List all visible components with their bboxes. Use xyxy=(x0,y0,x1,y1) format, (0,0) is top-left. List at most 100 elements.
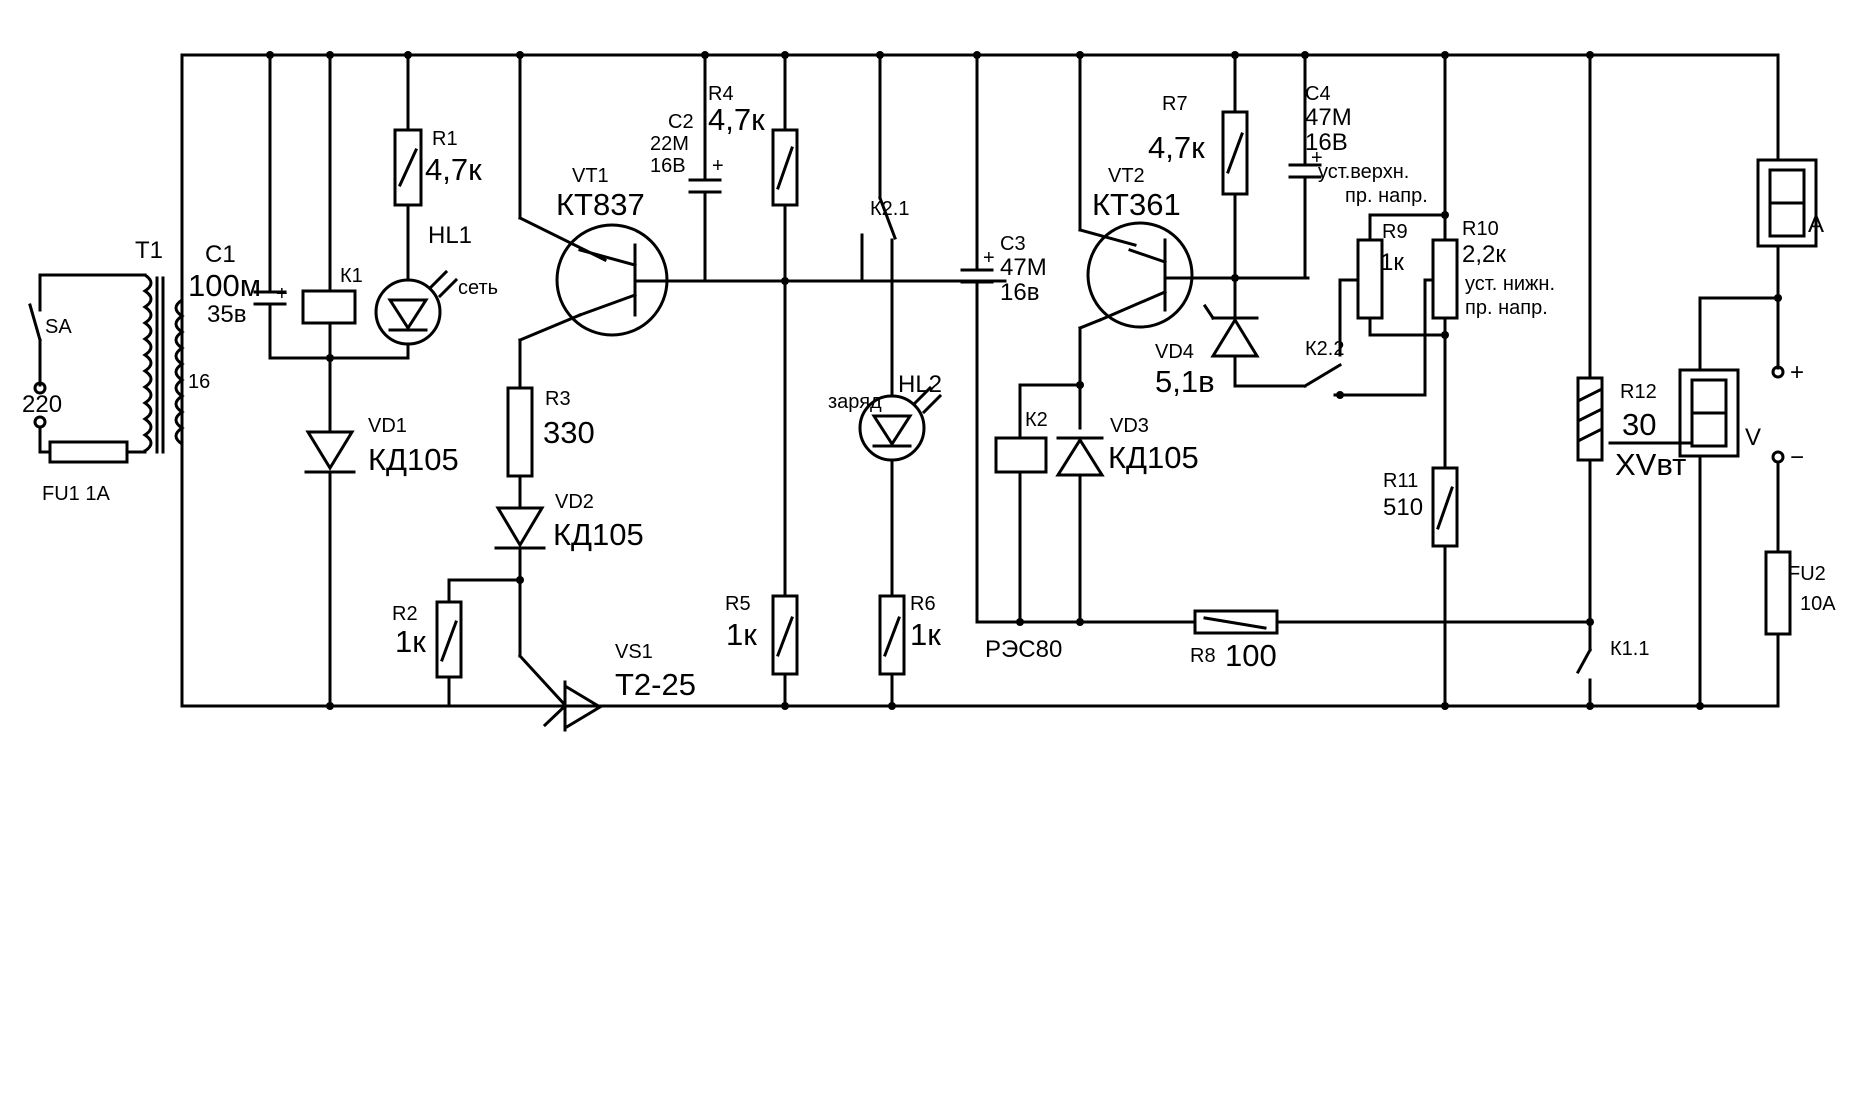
minus-label: − xyxy=(1790,444,1804,471)
r7-resistor xyxy=(1221,110,1249,196)
r11-resistor xyxy=(1431,466,1459,548)
r2-value: 1к xyxy=(395,624,426,659)
ammeter-a xyxy=(1756,158,1818,248)
r12-name: R12 xyxy=(1620,381,1657,403)
r6-resistor xyxy=(878,594,906,676)
c4-value: 47М xyxy=(1305,104,1352,131)
hl1-label: HL1 xyxy=(428,222,472,249)
voltage-220-label: 220 xyxy=(22,391,62,418)
r4-resistor xyxy=(771,128,799,207)
r6-value: 1к xyxy=(910,617,941,652)
t1-transformer xyxy=(142,273,185,454)
fu2-name: FU2 xyxy=(1788,563,1826,585)
fu1-fuse xyxy=(48,440,129,464)
r3-resistor xyxy=(506,386,534,478)
k2-relay-coil xyxy=(994,436,1048,474)
c4-voltage: 16В xyxy=(1305,129,1348,156)
ammeter-label: А xyxy=(1808,211,1824,238)
c3-plus: + xyxy=(983,247,995,269)
vd3-diode xyxy=(1055,436,1105,477)
vt2-name: VT2 xyxy=(1108,165,1145,187)
k1-1-contact xyxy=(1575,647,1593,675)
res80-label: РЭС80 xyxy=(985,636,1062,663)
r8-value: 100 xyxy=(1225,638,1277,673)
r7-name: R7 xyxy=(1162,93,1188,115)
c4-note-2: пр. напр. xyxy=(1345,185,1428,207)
r12-type: XVвт xyxy=(1615,447,1686,482)
vd2-type: КД105 xyxy=(553,517,644,552)
vd1-type: КД105 xyxy=(368,442,459,477)
k1-1-label: К1.1 xyxy=(1610,638,1649,660)
r2-resistor xyxy=(435,600,463,679)
r5-resistor xyxy=(771,594,799,676)
r5-name: R5 xyxy=(725,593,751,615)
c4-plus: + xyxy=(1311,147,1323,169)
r12-value: 30 xyxy=(1622,407,1656,442)
voltmeter-label: V xyxy=(1745,424,1761,451)
vt1-name: VT1 xyxy=(572,165,609,187)
r7-value: 4,7к xyxy=(1148,130,1205,165)
r3-value: 330 xyxy=(543,415,595,450)
c2-plus: + xyxy=(712,155,724,177)
vd3-type: КД105 xyxy=(1108,440,1199,475)
vd1-name: VD1 xyxy=(368,415,407,437)
vd3-name: VD3 xyxy=(1110,415,1149,437)
t1-label: T1 xyxy=(135,237,163,264)
k2-1-contact xyxy=(878,196,897,240)
vt2-type: КТ361 xyxy=(1092,187,1181,222)
c1-value: 100м xyxy=(188,268,261,303)
k1-relay-coil xyxy=(301,289,357,325)
c1-name: C1 xyxy=(205,241,236,268)
c2-capacitor xyxy=(688,178,722,194)
vt2-transistor xyxy=(1086,221,1194,329)
r9-trimmer[interactable] xyxy=(1356,238,1384,320)
mains-input xyxy=(28,273,185,464)
r8-name: R8 xyxy=(1190,645,1216,667)
vd4-name: VD4 xyxy=(1155,341,1194,363)
fu2-fuse xyxy=(1764,550,1792,636)
junction-dots xyxy=(266,51,1782,710)
r2-name: R2 xyxy=(392,603,418,625)
t1-winding-label: 16 xyxy=(188,371,210,393)
r6-name: R6 xyxy=(910,593,936,615)
r5-value: 1к xyxy=(726,617,757,652)
c3-value: 47М xyxy=(1000,254,1047,281)
plus-terminal[interactable] xyxy=(1771,365,1785,379)
vs1-type: Т2-25 xyxy=(615,667,696,702)
c4-note-1: уст.верхн. xyxy=(1318,161,1409,183)
hl2-label: HL2 xyxy=(898,371,942,398)
k2-label: К2 xyxy=(1025,409,1048,431)
c3-name: C3 xyxy=(1000,233,1026,255)
vt1-type: КТ837 xyxy=(556,187,645,222)
voltmeter-v xyxy=(1678,368,1740,458)
c2-value: 22М xyxy=(650,133,689,155)
r8-resistor xyxy=(1193,609,1279,635)
r1-name: R1 xyxy=(432,128,458,150)
r4-name: R4 xyxy=(708,83,734,105)
c2-name: C2 xyxy=(668,111,694,133)
r1-value: 4,7к xyxy=(425,152,482,187)
r12-shunt-resistor xyxy=(1576,376,1604,462)
vd2-name: VD2 xyxy=(555,491,594,513)
vd2-diode xyxy=(494,506,546,550)
vs1-thyristor xyxy=(542,680,603,732)
vd4-value: 5,1в xyxy=(1155,364,1215,399)
hl1-led xyxy=(374,269,459,346)
plus-label: + xyxy=(1790,359,1804,386)
r11-value: 510 xyxy=(1383,494,1423,521)
vd1-diode xyxy=(304,430,356,474)
r10-trimmer[interactable] xyxy=(1431,238,1459,320)
k2-1-label: К2.1 xyxy=(870,198,909,220)
r9-name: R9 xyxy=(1382,221,1408,243)
r10-note-1: уст. нижн. xyxy=(1465,273,1555,295)
r3-name: R3 xyxy=(545,388,571,410)
r11-name: R11 xyxy=(1383,470,1418,492)
k1-label: К1 xyxy=(340,265,363,287)
c4-name: C4 xyxy=(1305,83,1331,105)
fu2-value: 10А xyxy=(1800,593,1836,615)
c2-voltage: 16В xyxy=(650,155,686,177)
r9-value: 1к xyxy=(1380,249,1404,276)
set-label: сеть xyxy=(458,277,498,299)
